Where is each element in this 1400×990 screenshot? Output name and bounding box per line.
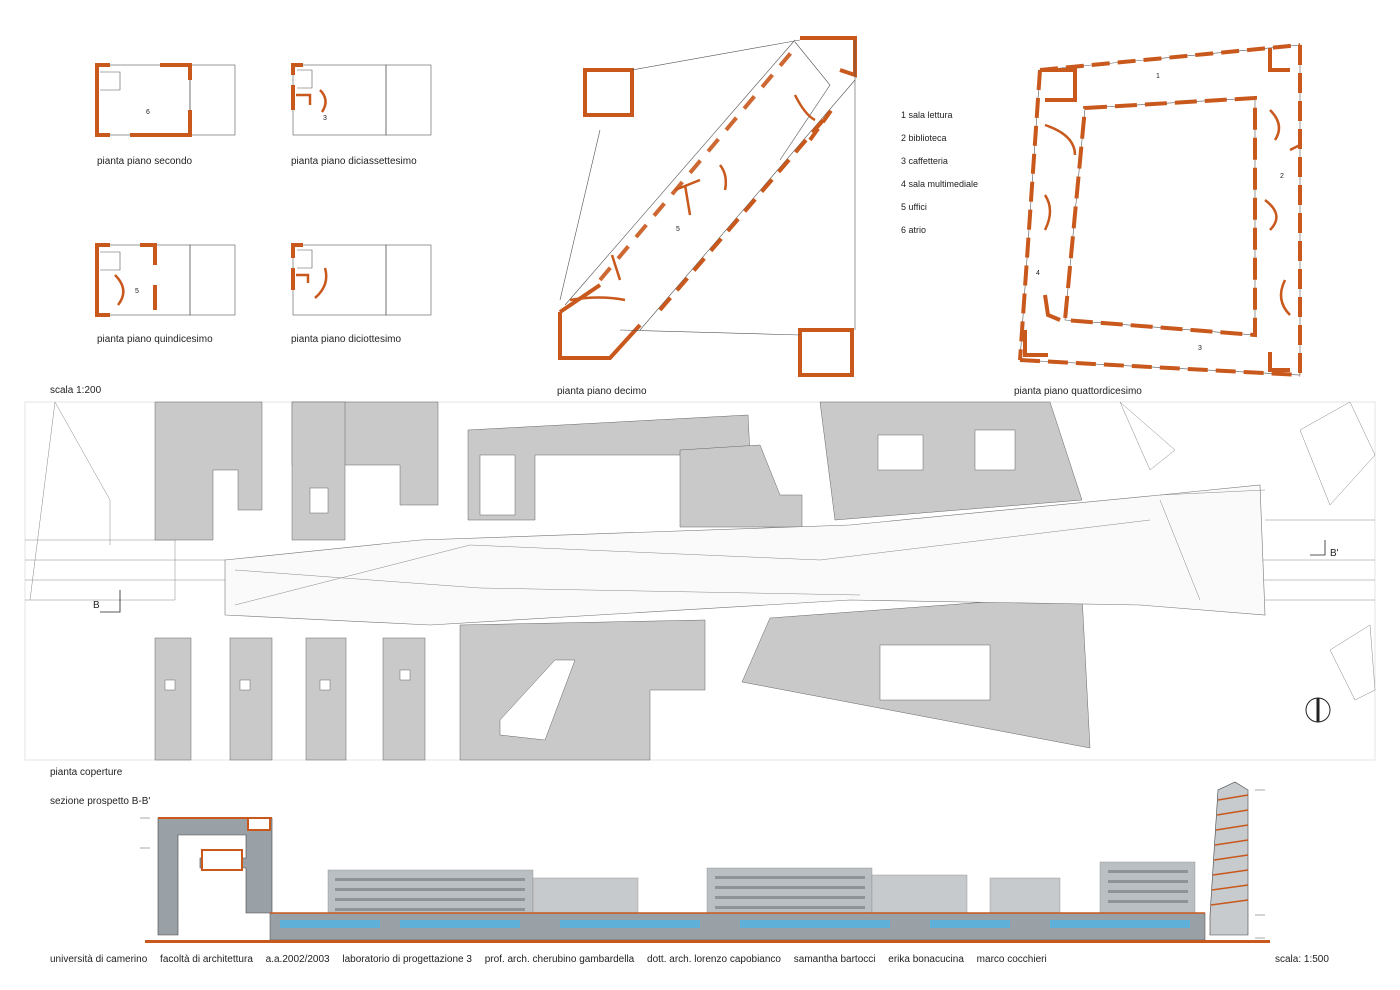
footer-credits: università di camerino facoltà di archit… [50, 954, 1057, 965]
footer-lab: laboratorio di progettazione 3 [342, 954, 472, 965]
room-number-decimo: 5 [676, 226, 680, 233]
section-mark-b: B [93, 600, 100, 611]
room-number-q3: 3 [1198, 345, 1202, 352]
room-number-diciassettesimo: 3 [323, 115, 327, 122]
plan-decimo [558, 36, 857, 377]
label-plan-secondo: pianta piano secondo [97, 156, 193, 167]
room-number-q4: 4 [1036, 270, 1040, 277]
room-number-q1: 1 [1156, 73, 1160, 80]
label-plan-diciottesimo: pianta piano diciottesimo [291, 334, 402, 345]
legend-item: 6 atrio [901, 225, 927, 235]
legend-item: 5 uffici [901, 202, 927, 212]
legend-item: 2 biblioteca [901, 133, 947, 143]
plan-quattordicesimo [1018, 43, 1302, 377]
plan-quindicesimo [95, 243, 236, 317]
plan-diciottesimo [291, 243, 432, 316]
footer-prof: prof. arch. cherubino gambardella [484, 954, 635, 965]
label-plan-quattordicesimo: pianta piano quattordicesimo [1014, 386, 1142, 397]
section-mark-b-prime: B' [1330, 548, 1339, 559]
plan-diciassettesimo [291, 63, 432, 136]
room-number-quindicesimo: 5 [135, 288, 139, 295]
room-number-secondo: 6 [146, 109, 150, 116]
roof-plan-label: pianta coperture [50, 767, 123, 778]
footer-student-2: erika bonacucina [888, 954, 964, 965]
footer-dott: dott. arch. lorenzo capobianco [647, 954, 781, 965]
footer-year: a.a.2002/2003 [265, 954, 330, 965]
section-label: sezione prospetto B-B' [50, 796, 151, 807]
label-plan-decimo: pianta piano decimo [557, 386, 647, 397]
plan-secondo [95, 63, 236, 137]
label-plan-quindicesimo: pianta piano quindicesimo [97, 334, 213, 345]
section-elevation [140, 781, 1270, 943]
legend-item: 3 caffetteria [901, 156, 948, 166]
room-number-q2: 2 [1280, 173, 1284, 180]
label-plan-diciassettesimo: pianta piano diciassettesimo [291, 156, 417, 167]
scale-large: scala: 1:500 [1275, 954, 1329, 965]
footer-student-1: samantha bartocci [793, 954, 876, 965]
legend-item: 4 sala multimediale [901, 179, 979, 189]
footer-faculty: facoltà di architettura [160, 954, 253, 965]
scale-small: scala 1:200 [50, 385, 102, 396]
footer-student-3: marco cocchieri [976, 954, 1047, 965]
roof-plan [24, 401, 1376, 761]
footer-university: università di camerino [50, 954, 148, 965]
legend-item: 1 sala lettura [901, 110, 953, 120]
